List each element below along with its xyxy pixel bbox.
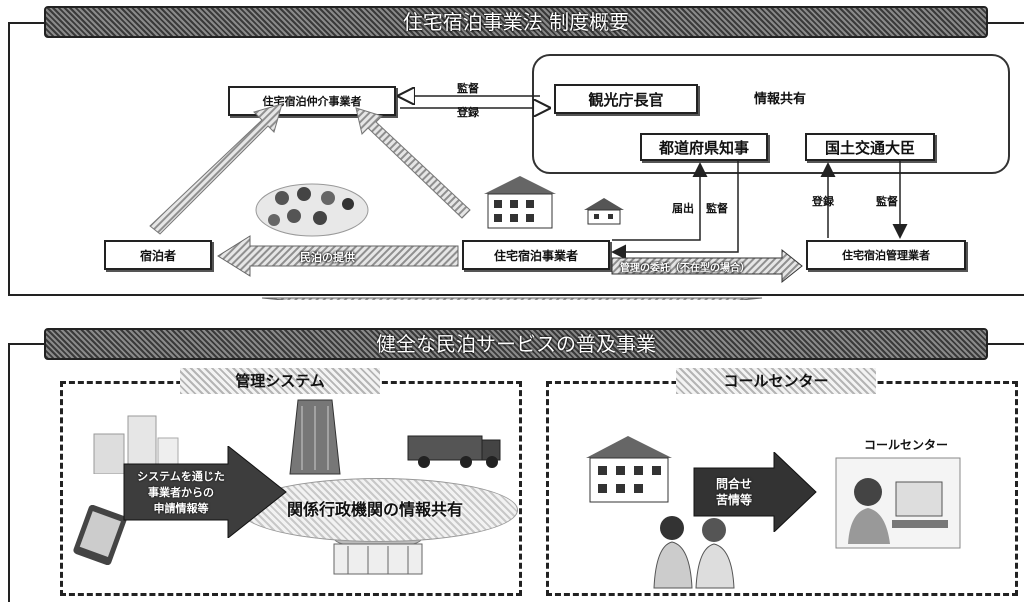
agency-sharing-oval: [240, 478, 518, 542]
tower-building-icon: [289, 399, 341, 475]
registration-label-1: 登録: [457, 106, 479, 119]
neighbors-icon: [653, 516, 735, 589]
tourism-agency-box: 観光庁長官: [554, 84, 698, 114]
provision-label: 民泊の提供: [300, 251, 355, 264]
commission-label: 管理の委託（不在型の場合）: [620, 263, 750, 274]
top-frame-left-line: [8, 22, 10, 296]
inquiry-arrow-line-2: 苦情等: [715, 493, 752, 507]
call-center-operator-label: コールセンター: [864, 438, 949, 452]
guest-box: 宿泊者: [104, 240, 212, 270]
info-sharing-label: 情報共有: [754, 92, 807, 107]
top-frame-bottom-line: [8, 294, 1024, 296]
house-illustration-icon: [484, 176, 556, 229]
application-arrow-text: システムを通じた 事業者からの 申請情報等: [126, 466, 236, 520]
fire-truck-icon: [407, 435, 501, 468]
application-arrow-line-3: 申請情報等: [153, 502, 209, 515]
mlit-minister-box: 国土交通大臣: [805, 133, 935, 161]
inquiry-arrow-line-1: 問合せ: [715, 477, 752, 491]
apartment-house-icon: [586, 436, 672, 503]
top-arrows-svg: [149, 0, 908, 300]
agency-info-sharing-caption: 関係行政機関の情報共有: [287, 500, 464, 519]
management-system-title: 管理システム: [180, 368, 380, 394]
call-center-title: コールセンター: [676, 368, 876, 394]
people-illustration-icon: [255, 183, 369, 237]
supervision-label-1: 監督: [457, 82, 479, 95]
bottom-frame-left-line: [8, 343, 10, 602]
supervision-label-3: 監督: [876, 195, 898, 208]
broker-box: 住宅宿泊仲介事業者: [228, 86, 396, 116]
inquiry-arrow-text: 問合せ 苦情等: [694, 472, 774, 512]
host-box: 住宅宿泊事業者: [462, 240, 610, 270]
manager-box: 住宅宿泊管理業者: [806, 240, 966, 270]
application-arrow-line-2: 事業者からの: [148, 486, 214, 499]
small-house-icon: [584, 198, 624, 225]
smartphone-icon: [73, 505, 127, 565]
operator-icon: [835, 457, 961, 549]
notification-label: 届出: [672, 202, 694, 215]
supervision-label-2: 監督: [706, 202, 728, 215]
application-arrow-shape: [123, 446, 287, 538]
registration-label-2: 登録: [812, 195, 834, 208]
bottom-section-title: 健全な民泊サービスの普及事業: [44, 328, 988, 360]
prefecture-governor-box: 都道府県知事: [640, 133, 768, 161]
application-arrow-line-1: システムを通じた: [137, 470, 225, 483]
inquiry-arrow-shape: [693, 452, 817, 532]
top-section-title: 住宅宿泊事業法 制度概要: [44, 6, 988, 38]
